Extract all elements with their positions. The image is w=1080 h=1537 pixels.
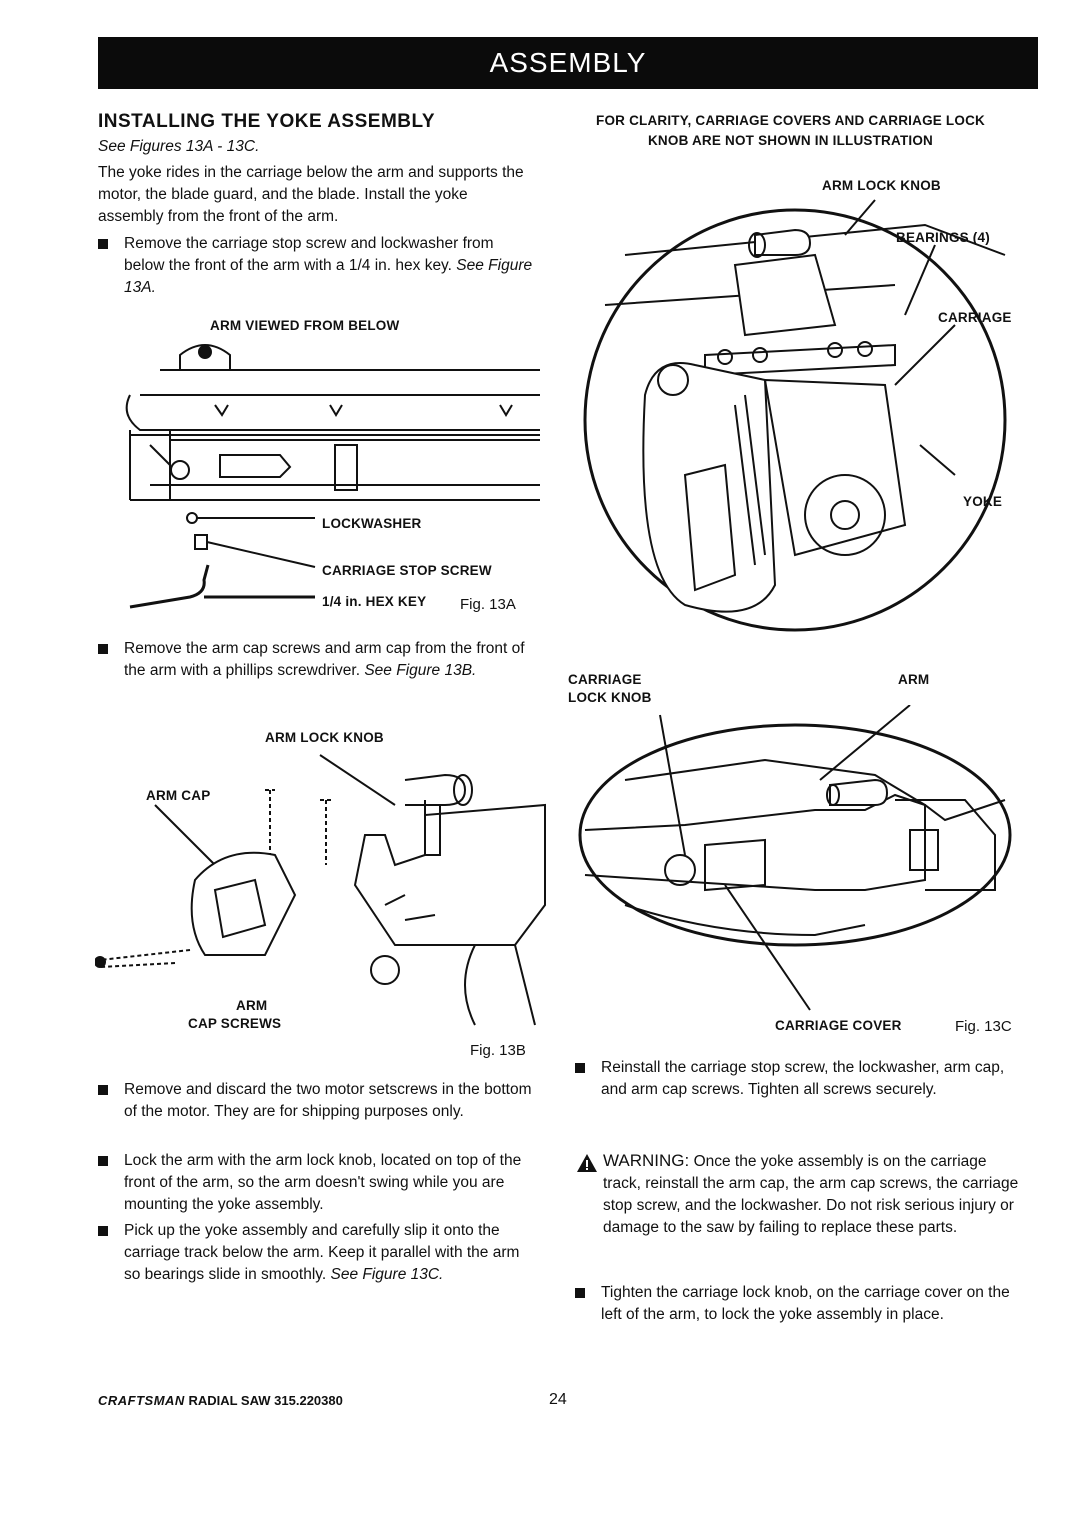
carriage-cover-label: CARRIAGE COVER (775, 1018, 902, 1033)
hex-key-label: 1/4 in. HEX KEY (322, 594, 427, 609)
footer-model: CRAFTSMAN RADIAL SAW 315.220380 (98, 1393, 343, 1408)
bullet-text: Pick up the yoke assembly and carefully … (124, 1222, 520, 1283)
bullet-text: Tighten the carriage lock knob, on the c… (601, 1284, 1010, 1323)
section-banner: ASSEMBLY (98, 37, 1038, 89)
bullet-item: Remove and discard the two motor setscre… (98, 1079, 538, 1123)
bearings-label: BEARINGS (4) (896, 230, 990, 245)
bullet-marker (98, 644, 108, 654)
fig13a-illustration (125, 344, 540, 609)
fig13a-label: Fig. 13A (460, 596, 516, 613)
bullet-item: Tighten the carriage lock knob, on the c… (575, 1282, 1025, 1326)
bullet-marker (575, 1288, 585, 1298)
bullet-item: Reinstall the carriage stop screw, the l… (575, 1057, 1025, 1101)
see-figures-ref: See Figures 13A - 13C. (98, 138, 260, 155)
warning-block: WARNING: Once the yoke assembly is on th… (603, 1150, 1023, 1239)
lockwasher-label: LOCKWASHER (322, 516, 422, 531)
page-number: 24 (549, 1391, 567, 1408)
fig13a-title: ARM VIEWED FROM BELOW (210, 318, 400, 333)
warning-triangle-icon (577, 1154, 597, 1172)
intro-paragraph: The yoke rides in the carriage below the… (98, 164, 524, 225)
bullet-marker (98, 1085, 108, 1095)
model-text: RADIAL SAW 315.220380 (188, 1393, 343, 1408)
carriage-stop-screw-label: CARRIAGE STOP SCREW (322, 563, 492, 578)
fig13c-top-illustration (583, 199, 1007, 632)
bullet-item: Remove the arm cap screws and arm cap fr… (98, 638, 538, 682)
bullet-text: Lock the arm with the arm lock knob, loc… (124, 1152, 522, 1213)
clarity-note-line1: FOR CLARITY, CARRIAGE COVERS AND CARRIAG… (596, 113, 985, 128)
bullet-item: Remove the carriage stop screw and lockw… (98, 233, 538, 299)
figure-ref: See Figure 13B. (364, 662, 477, 679)
fig13b-arm-cap-label: ARM CAP (146, 788, 211, 803)
figure-ref: See Figure 13C. (330, 1266, 444, 1283)
bullet-marker (98, 1156, 108, 1166)
bullet-marker (575, 1063, 585, 1073)
fig13c-bottom-illustration (578, 705, 1012, 1011)
fig13c-carriage-label: CARRIAGE (568, 672, 642, 687)
carriage-label: CARRIAGE (938, 310, 1012, 325)
bullet-item: Pick up the yoke assembly and carefully … (98, 1220, 538, 1286)
bullet-marker (98, 1226, 108, 1236)
fig13b-label: Fig. 13B (470, 1042, 526, 1059)
fig13c-lock-knob-label: LOCK KNOB (568, 690, 652, 705)
fig13b-arm-lock-knob-label: ARM LOCK KNOB (265, 730, 384, 745)
warning-label: WARNING: (603, 1151, 690, 1170)
fig13b-cap-screws-label: CAP SCREWS (188, 1016, 282, 1031)
fig13c-arm-lock-knob-label: ARM LOCK KNOB (822, 178, 941, 193)
bullet-item: Lock the arm with the arm lock knob, loc… (98, 1150, 538, 1216)
bullet-text: Remove the carriage stop screw and lockw… (124, 235, 494, 274)
clarity-note-line2: KNOB ARE NOT SHOWN IN ILLUSTRATION (647, 133, 934, 148)
warning-text: Once the yoke assembly is on the carriag… (603, 1153, 1019, 1236)
fig13b-arm-label: ARM (236, 998, 268, 1013)
figure-ref: See Figure 13A. (124, 257, 533, 296)
section-title: INSTALLING THE YOKE ASSEMBLY (98, 111, 436, 132)
bullet-text: Reinstall the carriage stop screw, the l… (601, 1059, 1005, 1098)
yoke-label: YOKE (963, 494, 1003, 509)
brand-logo-text: CRAFTSMAN (98, 1393, 185, 1408)
fig13c-label: Fig. 13C (955, 1018, 1012, 1035)
bullet-text: Remove and discard the two motor setscre… (124, 1081, 532, 1120)
fig13b-illustration (95, 754, 546, 1026)
fig13c-arm-label: ARM (898, 672, 930, 687)
bullet-text: Remove the arm cap screws and arm cap fr… (124, 640, 525, 679)
bullet-marker (98, 239, 108, 249)
